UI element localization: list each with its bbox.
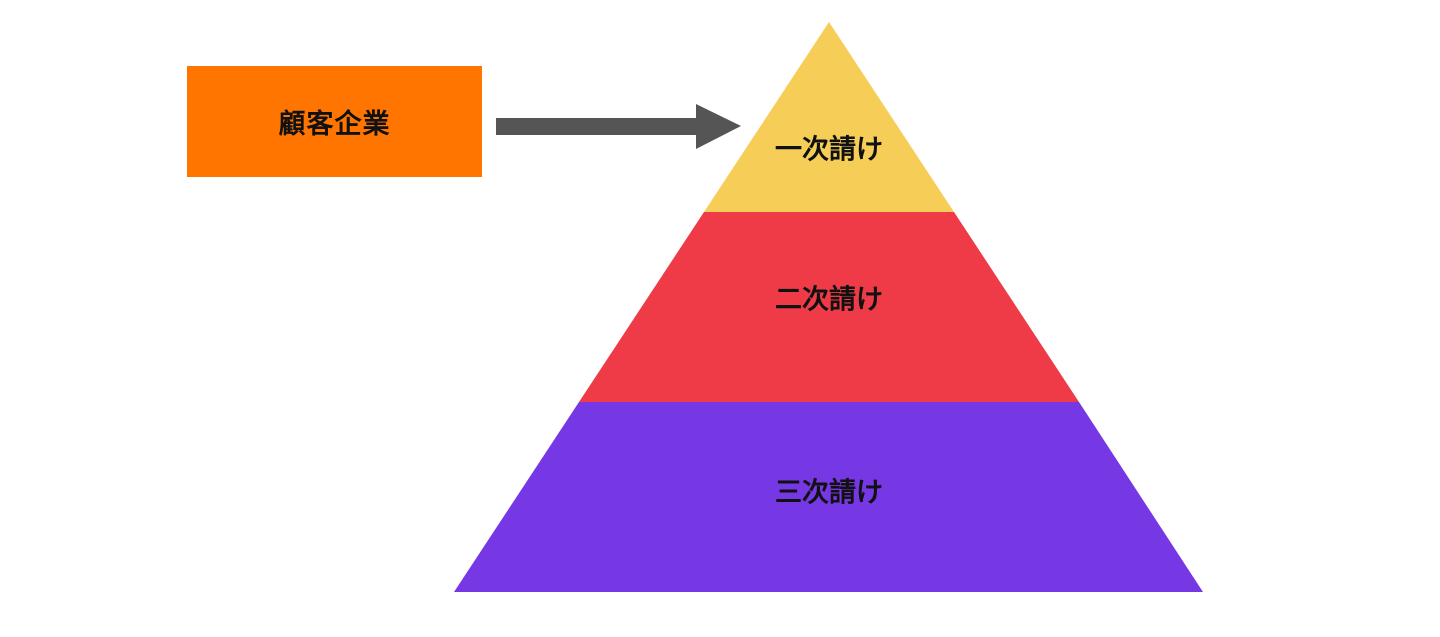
arrow-right-icon: [496, 104, 741, 149]
client-company-label: 顧客企業: [278, 109, 391, 140]
tier-label-first: 一次請け: [775, 134, 883, 166]
arrow-shaft: [496, 118, 698, 135]
tier-label-second: 二次請け: [775, 284, 883, 316]
tier-label-third: 三次請け: [775, 477, 883, 509]
pyramid-tier-second: [579, 212, 1079, 402]
pyramid-tier-first: [704, 22, 954, 212]
pyramid-tier-third: [454, 402, 1203, 592]
arrow-head: [696, 104, 741, 149]
client-company-box: 顧客企業: [187, 66, 482, 177]
